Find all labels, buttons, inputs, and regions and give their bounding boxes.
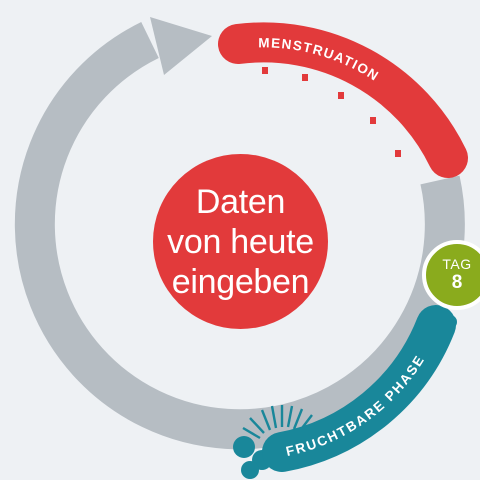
day-badge-prefix: TAG: [442, 256, 472, 272]
center-line-3: eingeben: [171, 262, 310, 301]
ovulation-burst: [242, 405, 313, 440]
center-line-2: von heute: [167, 222, 314, 261]
cycle-arrow-head: [150, 17, 212, 75]
day-badge-number: 8: [451, 272, 463, 293]
period-day-markers: [262, 67, 401, 157]
enter-today-data-button[interactable]: Daten von heute eingeben: [153, 154, 328, 329]
current-day-badge[interactable]: TAG 8: [422, 240, 480, 310]
menstruation-phase[interactable]: MENSTRUATION: [218, 22, 468, 178]
center-line-1: Daten: [195, 182, 286, 221]
